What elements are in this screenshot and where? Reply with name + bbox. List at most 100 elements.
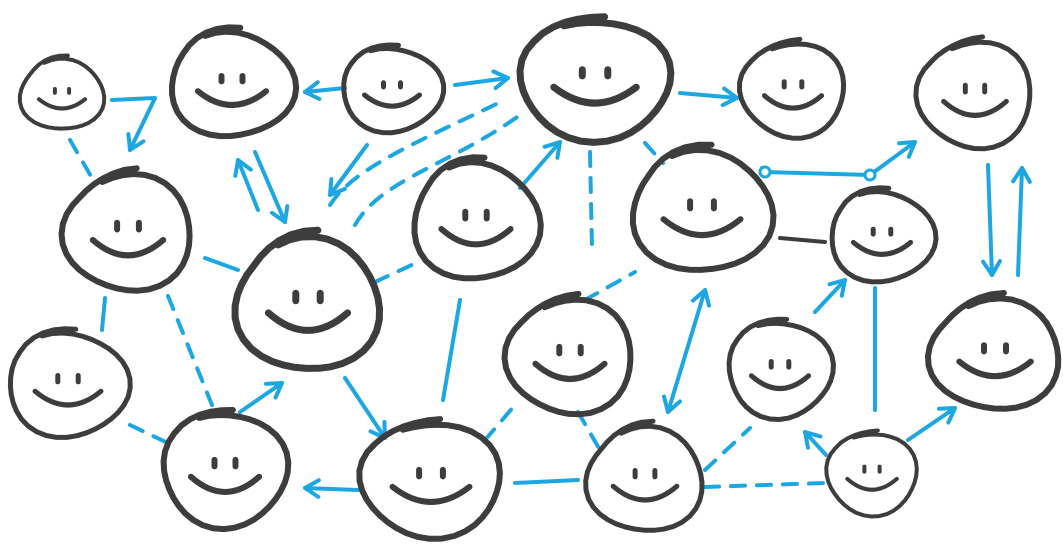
face-eye bbox=[577, 343, 584, 357]
smiley-face-icon bbox=[411, 154, 544, 282]
face-smile bbox=[89, 237, 167, 259]
smiley-face-icon bbox=[726, 316, 836, 422]
arrow-link bbox=[253, 150, 287, 224]
face-outline bbox=[726, 316, 836, 422]
arrow-link bbox=[343, 376, 387, 440]
face-smile bbox=[362, 92, 422, 109]
face-eye bbox=[483, 208, 490, 222]
face-smile bbox=[660, 216, 744, 239]
arrowhead-icon bbox=[937, 406, 957, 425]
face-eye bbox=[114, 219, 121, 233]
face-smile bbox=[32, 388, 104, 408]
face-eye bbox=[652, 468, 658, 480]
smiley-faces bbox=[7, 13, 1062, 542]
smiley-face-icon bbox=[231, 226, 383, 372]
smiley-face-icon bbox=[17, 53, 107, 131]
connector-node-icon bbox=[863, 168, 877, 182]
face-eye bbox=[1003, 342, 1009, 355]
connection-line bbox=[703, 426, 752, 472]
arrowhead-icon bbox=[897, 140, 917, 159]
smiley-face-icon bbox=[737, 36, 847, 141]
face-smile bbox=[550, 83, 640, 107]
arrowhead-icon bbox=[491, 69, 510, 91]
face-outline bbox=[17, 53, 107, 131]
face-eye bbox=[416, 466, 423, 480]
connection-line bbox=[328, 98, 507, 207]
face-smile bbox=[438, 226, 514, 248]
face-eye bbox=[135, 219, 142, 233]
arrow-link bbox=[238, 381, 284, 414]
face-eye bbox=[870, 226, 876, 237]
arrowhead-icon bbox=[126, 132, 146, 152]
face-outline bbox=[231, 226, 383, 372]
arrowhead-icon bbox=[691, 288, 711, 308]
arrow-link bbox=[303, 86, 347, 94]
face-eye bbox=[632, 468, 638, 480]
smiley-face-icon bbox=[169, 24, 300, 140]
face-eye bbox=[799, 79, 805, 90]
connection-line bbox=[203, 256, 240, 272]
face-smile bbox=[761, 93, 825, 111]
face-eye bbox=[232, 456, 239, 470]
face-outline bbox=[516, 13, 675, 146]
face-smile bbox=[845, 476, 899, 492]
connection-line bbox=[441, 298, 462, 402]
face-eye bbox=[239, 73, 246, 85]
arrow-link bbox=[678, 91, 739, 100]
arrow-link bbox=[110, 96, 157, 152]
arrowhead-icon bbox=[264, 381, 284, 400]
connector-node-icon bbox=[758, 165, 772, 179]
face-eye bbox=[52, 87, 57, 95]
face-outline bbox=[501, 290, 634, 418]
face-outline bbox=[356, 416, 503, 542]
face-outline bbox=[411, 154, 544, 282]
face-eye bbox=[381, 80, 386, 90]
arrow-link bbox=[803, 430, 828, 457]
arrow-link bbox=[236, 158, 260, 212]
smiley-face-icon bbox=[925, 290, 1062, 412]
connection-line bbox=[100, 296, 107, 332]
face-eye bbox=[75, 373, 81, 385]
smiley-face-icon bbox=[583, 418, 705, 533]
connection-line bbox=[353, 113, 522, 227]
face-eye bbox=[687, 198, 694, 212]
face-eye bbox=[211, 456, 218, 470]
arrowhead-icon bbox=[303, 80, 322, 101]
face-smile bbox=[850, 239, 914, 257]
face-smile bbox=[36, 97, 88, 111]
face-outline bbox=[829, 185, 939, 285]
face-eye bbox=[398, 80, 403, 90]
face-smile bbox=[941, 98, 1009, 118]
arrowhead-icon bbox=[303, 478, 321, 499]
arrowhead-icon bbox=[981, 259, 1002, 277]
face-eye bbox=[981, 342, 987, 355]
face-eye bbox=[292, 289, 300, 305]
face-smile bbox=[389, 483, 473, 505]
arrow-link bbox=[906, 406, 957, 442]
smiley-face-icon bbox=[341, 42, 447, 136]
face-smile bbox=[194, 88, 270, 108]
face-eye bbox=[218, 73, 225, 85]
smiley-face-icon bbox=[824, 428, 919, 519]
face-eye bbox=[710, 198, 717, 212]
smiley-face-icon bbox=[913, 34, 1033, 152]
smiley-face-icon bbox=[516, 13, 675, 146]
connection-line bbox=[583, 270, 637, 302]
face-eye bbox=[67, 87, 72, 95]
connection-line bbox=[576, 410, 602, 452]
arrowhead-icon bbox=[542, 140, 562, 160]
arrow-link bbox=[1016, 166, 1024, 277]
face-smile bbox=[748, 373, 812, 391]
smiley-face-icon bbox=[58, 165, 193, 294]
face-eye bbox=[862, 464, 867, 474]
face-eye bbox=[786, 359, 792, 370]
smiley-face-icon bbox=[7, 326, 133, 440]
face-outline bbox=[925, 290, 1062, 412]
face-outline bbox=[169, 24, 300, 140]
smiley-face-icon bbox=[629, 141, 777, 273]
face-smile bbox=[187, 473, 263, 495]
face-outline bbox=[341, 42, 447, 136]
smiley-face-icon bbox=[829, 185, 939, 285]
face-eye bbox=[556, 343, 563, 357]
